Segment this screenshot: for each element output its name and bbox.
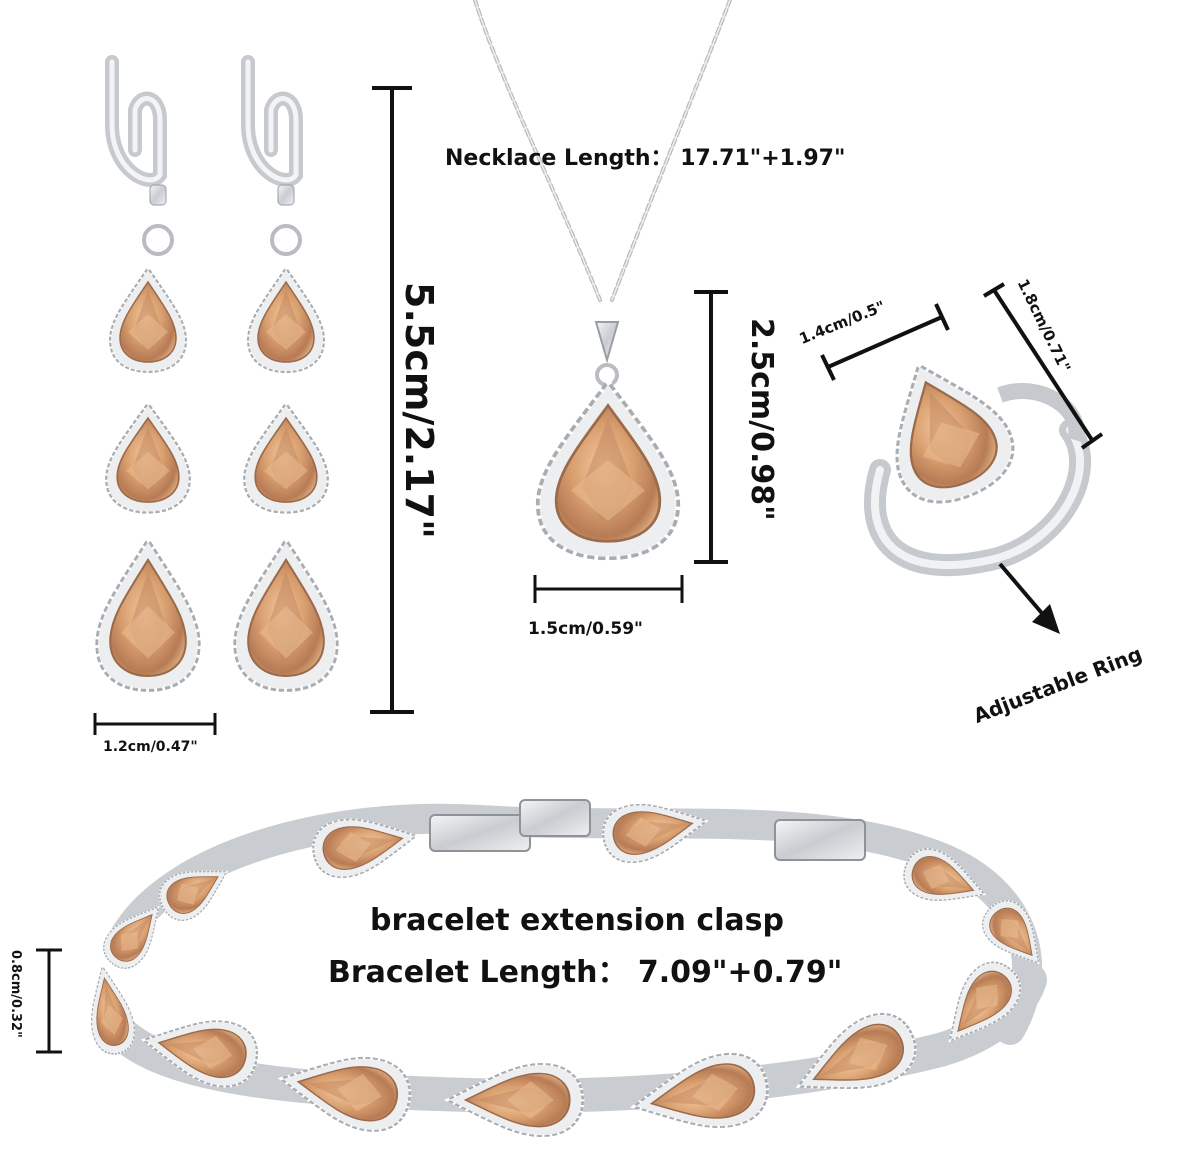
pendant-height-dimension	[694, 290, 728, 564]
bracelet-clasp-label: bracelet extension clasp	[370, 903, 784, 938]
pendant-width-label: 1.5cm/0.59"	[528, 619, 643, 639]
earring-width-dimension	[93, 713, 217, 735]
ring-width-dimension	[820, 303, 950, 381]
bracelet-height-label: 0.8cm/0.32"	[8, 950, 23, 1038]
pendant-height-label: 2.5cm/0.98"	[744, 318, 779, 521]
necklace-chain	[473, 0, 732, 302]
ring-height-dimension	[982, 282, 1104, 450]
bracelet-length-label: Bracelet Length： 7.09"+0.79"	[328, 955, 843, 990]
bracelet-height-dimension	[36, 948, 62, 1054]
earring-width-label: 1.2cm/0.47"	[103, 739, 198, 755]
pendant-width-dimension	[533, 575, 684, 603]
ring	[864, 343, 1091, 577]
earring-left	[97, 55, 200, 690]
adjustable-ring-arrow	[998, 562, 1060, 634]
bracelet	[80, 791, 1057, 1145]
necklace-pendant	[538, 321, 679, 558]
earring-height-label: 5.5cm/2.17"	[397, 282, 441, 539]
necklace-length-label: Necklace Length： 17.71"+1.97"	[445, 146, 846, 171]
earring-height-dimension	[370, 86, 414, 714]
earring-right	[235, 55, 338, 690]
